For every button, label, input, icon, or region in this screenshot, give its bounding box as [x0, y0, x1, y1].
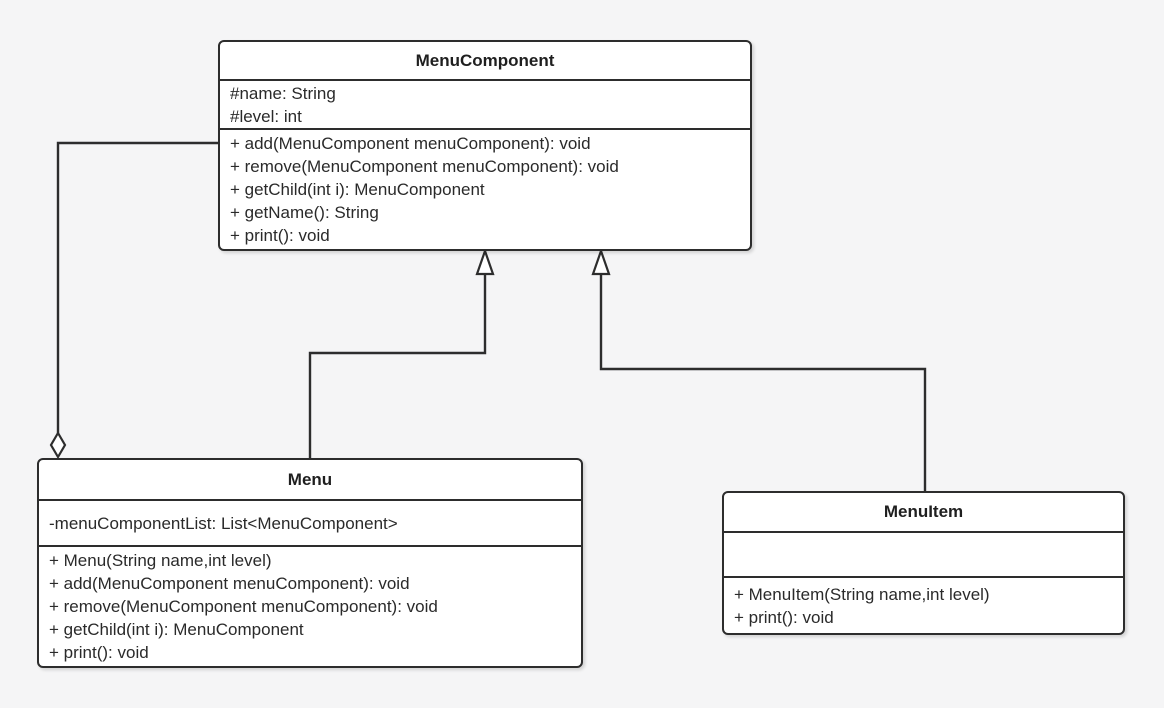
class-title-compartment: MenuComponent [220, 42, 750, 81]
method-line: + print(): void [49, 643, 149, 662]
class-title: MenuComponent [415, 50, 555, 70]
class-box-menu[interactable]: Menu -menuComponentList: List<MenuCompon… [37, 458, 583, 668]
method-line: + getName(): String [230, 203, 379, 222]
attribute-line: #level: int [230, 106, 302, 126]
attribute-line: #name: String [230, 83, 336, 103]
class-title-compartment: Menu [39, 460, 581, 501]
methods-compartment: + MenuItem(String name,int level) + print… [724, 578, 1123, 633]
attributes-compartment [724, 533, 1123, 578]
hollow-triangle-arrowhead-icon [475, 247, 495, 276]
method-line: + MenuItem(String name,int level) [734, 584, 990, 604]
hollow-triangle-arrowhead-icon [591, 247, 611, 276]
attribute-line: -menuComponentList: List<MenuComponent> [49, 513, 398, 533]
generalization-edge-menu-to-menucomponent[interactable] [308, 247, 495, 458]
methods-compartment: + add(MenuComponent menuComponent): void… [220, 130, 750, 249]
method-line: + remove(MenuComponent menuComponent): v… [230, 157, 619, 176]
class-box-menuitem[interactable]: MenuItem + MenuItem(String name,int leve… [722, 491, 1125, 635]
class-title: Menu [287, 469, 333, 489]
class-box-menucomponent[interactable]: MenuComponent #name: String #level: int +… [218, 40, 752, 251]
class-title: MenuItem [883, 502, 964, 521]
method-line: + print(): void [734, 607, 834, 627]
method-line: + getChild(int i): MenuComponent [230, 180, 485, 199]
method-line: + add(MenuComponent menuComponent): void [49, 574, 410, 593]
attributes-compartment: -menuComponentList: List<MenuComponent> [39, 501, 581, 547]
hollow-diamond-icon [49, 430, 67, 460]
class-title-compartment: MenuItem [724, 493, 1123, 533]
method-line: + add(MenuComponent menuComponent): void [230, 134, 591, 153]
method-line: + getChild(int i): MenuComponent [49, 620, 304, 639]
generalization-edge-menuitem-to-menucomponent[interactable] [591, 247, 927, 491]
method-line: + remove(MenuComponent menuComponent): v… [49, 597, 438, 616]
method-line: + Menu(String name,int level) [49, 551, 272, 570]
attributes-compartment: #name: String #level: int [220, 81, 750, 130]
method-line: + print(): void [230, 226, 330, 245]
methods-compartment: + Menu(String name,int level) + add(MenuC… [39, 547, 581, 666]
aggregation-edge-menucomponent-to-menu[interactable] [49, 141, 218, 460]
